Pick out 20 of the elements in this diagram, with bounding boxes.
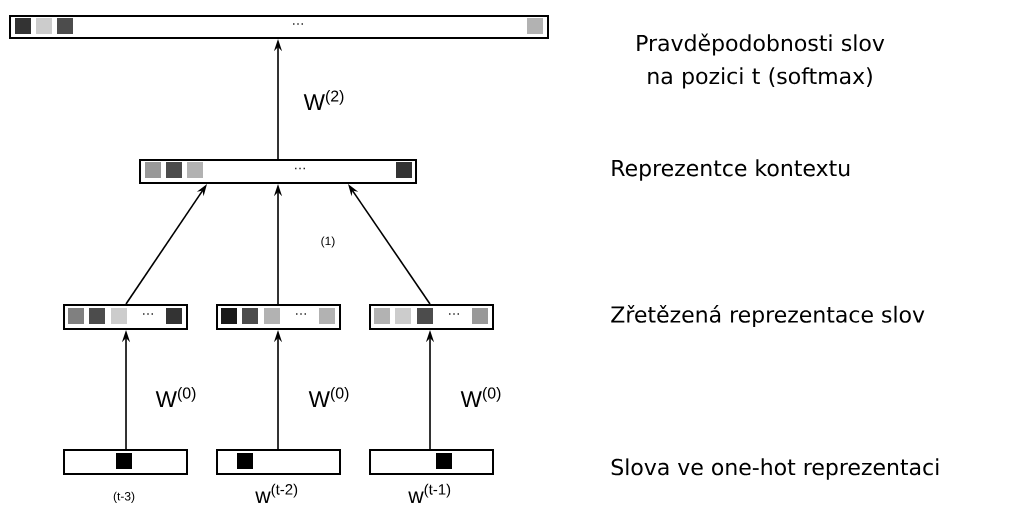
edge-label: W$^{(0)}$ [308, 387, 349, 407]
one-hot-bar: (t-3) [63, 449, 188, 503]
vector-bar: … [139, 159, 417, 184]
edge-label: W$^{(0)}$ [155, 387, 196, 407]
vector-bar: … [9, 15, 549, 39]
edge-label: (1) [321, 236, 335, 248]
vector-bar: … [216, 304, 341, 330]
node-label: w$^{(t-2)}$ [255, 483, 298, 503]
node-label: w$^{(t-1)}$ [408, 483, 451, 503]
vector-bar: … [63, 304, 188, 330]
layer-label: Reprezentce kontextu [612, 159, 850, 181]
layer-label: Slova ve one-hot reprezentaci [611, 458, 939, 480]
one-hot-bar: w$^{(t-2)}$ [216, 449, 341, 503]
edge-label: W$^{(2)}$ [303, 90, 344, 110]
node-label: (t-3) [113, 491, 135, 503]
one-hot-bar: w$^{(t-1)}$ [369, 449, 494, 503]
layer-label: Zřetězená reprezentace slov [611, 304, 925, 328]
edge-label: W$^{(0)}$ [460, 387, 501, 407]
vector-bar: … [369, 304, 494, 330]
layer-label: Pravděpodobnosti slov na pozici t (softmax) [637, 33, 885, 89]
